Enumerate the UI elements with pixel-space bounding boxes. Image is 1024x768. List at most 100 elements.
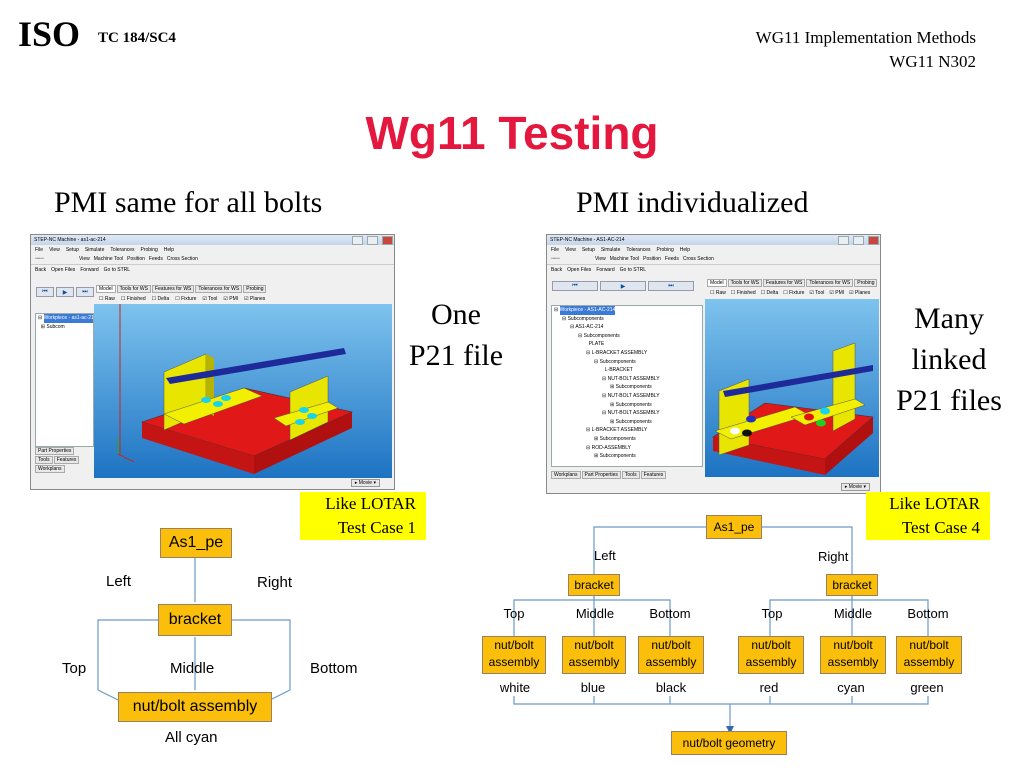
nav-back[interactable]: Back	[551, 266, 563, 273]
check-pmi[interactable]: ☑ PMI	[223, 296, 239, 302]
nav-goto-strl[interactable]: Go to STRL	[619, 266, 647, 273]
tool-position[interactable]: Position	[643, 256, 661, 262]
menu-simulate[interactable]: Simulate	[84, 246, 105, 253]
tab-tools[interactable]: Tools	[35, 456, 53, 464]
check-delta[interactable]: ☐ Delta	[760, 290, 779, 296]
tree-item[interactable]: ⊟ ROD-ASSEMBLY	[586, 444, 631, 451]
rewind-icon[interactable]: ⏮	[552, 281, 598, 291]
step-forward-icon[interactable]: ⏭	[76, 287, 94, 297]
menu-file[interactable]: File	[35, 246, 44, 253]
rewind-icon[interactable]: ⏮	[36, 287, 54, 297]
tree-item[interactable]: ⊞ Subcomponents	[594, 435, 636, 442]
minimize-icon[interactable]	[352, 235, 363, 245]
movie-dropdown[interactable]: ▸ Movie ▾	[350, 479, 380, 487]
toolbar-icons[interactable]: ▫▫▫▫▫	[551, 256, 560, 262]
check-pmi[interactable]: ☑ PMI	[829, 290, 845, 296]
tree-item[interactable]: ⊟ L-BRACKET ASSEMBLY	[586, 427, 648, 434]
menu-tolerances[interactable]: Tolerances	[110, 246, 135, 253]
tab-tools-for-ws[interactable]: Tools for WS	[116, 285, 151, 293]
check-tool[interactable]: ☑ Tool	[202, 296, 218, 302]
tool-machine-tool[interactable]: Machine Tool	[609, 256, 640, 262]
nav-forward[interactable]: Forward	[80, 266, 99, 273]
check-planes[interactable]: ☑ Planes	[849, 290, 871, 296]
minimize-icon[interactable]	[838, 235, 849, 245]
tool-feeds[interactable]: Feeds	[664, 256, 679, 262]
close-icon[interactable]	[868, 235, 879, 245]
tool-position[interactable]: Position	[127, 256, 145, 262]
tab-tools-for-ws[interactable]: Tools for WS	[727, 279, 762, 287]
tree-item[interactable]: ⊞ Subcomponents	[610, 401, 652, 408]
tree-item[interactable]: ⊟ NUT-BOLT ASSEMBLY	[602, 410, 660, 417]
tool-cross-section[interactable]: Cross Section	[166, 256, 198, 262]
tree-item[interactable]: ⊞ Subcom	[38, 323, 65, 330]
tool-view[interactable]: View	[79, 256, 90, 262]
play-icon[interactable]: ▶	[600, 281, 646, 291]
nav-back[interactable]: Back	[35, 266, 47, 273]
tool-feeds[interactable]: Feeds	[148, 256, 163, 262]
tree-item[interactable]: ⊟ Workpiece - AS1-AC-214	[554, 306, 616, 315]
menu-setup[interactable]: Setup	[581, 246, 595, 253]
tab-probing[interactable]: Probing	[854, 279, 878, 287]
tab-workplans[interactable]: Workplans	[35, 465, 65, 473]
tree-item[interactable]: L-BRACKET	[604, 367, 633, 374]
nav-open-files[interactable]: Open Files	[567, 266, 592, 273]
menu-help[interactable]: Help	[679, 246, 691, 253]
menu-simulate[interactable]: Simulate	[600, 246, 621, 253]
menu-setup[interactable]: Setup	[65, 246, 79, 253]
tree-item[interactable]: ⊟ Subcomponents	[594, 358, 636, 365]
nav-open-files[interactable]: Open Files	[51, 266, 76, 273]
tab-features[interactable]: Features	[53, 456, 80, 464]
menu-probing[interactable]: Probing	[656, 246, 674, 253]
tree-item[interactable]: ⊟ NUT-BOLT ASSEMBLY	[602, 392, 660, 399]
tab-features-for-ws[interactable]: Features for WS	[151, 285, 195, 293]
tool-cross-section[interactable]: Cross Section	[682, 256, 714, 262]
menu-help[interactable]: Help	[163, 246, 175, 253]
tab-probing[interactable]: Probing	[243, 285, 267, 293]
tab-tools[interactable]: Tools	[621, 471, 640, 479]
tab-features[interactable]: Features	[640, 471, 667, 479]
tab-tolerances-for-ws[interactable]: Tolerances for WS	[195, 285, 243, 293]
maximize-icon[interactable]	[367, 235, 378, 245]
menu-file[interactable]: File	[551, 246, 560, 253]
tree-item[interactable]: ⊟ L-BRACKET ASSEMBLY	[586, 349, 648, 356]
menu-probing[interactable]: Probing	[140, 246, 158, 253]
tab-model[interactable]: Model	[707, 279, 727, 287]
check-planes[interactable]: ☑ Planes	[244, 296, 266, 302]
tree-item[interactable]: ⊞ Subcomponents	[594, 453, 636, 460]
tab-part-properties[interactable]: Part Properties	[581, 471, 621, 479]
tab-model[interactable]: Model	[96, 285, 116, 293]
play-icon[interactable]: ▶	[56, 287, 74, 297]
tree-item[interactable]: PLATE	[588, 341, 605, 348]
check-delta[interactable]: ☐ Delta	[151, 296, 170, 302]
3d-viewport[interactable]	[94, 304, 392, 478]
tree-item[interactable]: ⊞ Subcomponents	[610, 418, 652, 425]
menu-tolerances[interactable]: Tolerances	[626, 246, 651, 253]
menu-view[interactable]: View	[565, 246, 576, 253]
tab-features-for-ws[interactable]: Features for WS	[762, 279, 806, 287]
tool-machine-tool[interactable]: Machine Tool	[93, 256, 124, 262]
nav-forward[interactable]: Forward	[596, 266, 615, 273]
check-raw[interactable]: ☐ Raw	[99, 296, 115, 302]
toolbar-icons[interactable]: ▫▫▫▫▫	[35, 256, 44, 262]
tree-item[interactable]: ⊟ NUT-BOLT ASSEMBLY	[602, 375, 660, 382]
check-tool[interactable]: ☑ Tool	[809, 290, 825, 296]
3d-viewport[interactable]	[705, 299, 879, 477]
tab-workplans[interactable]: Workplans	[551, 471, 581, 479]
menu-view[interactable]: View	[49, 246, 60, 253]
check-fixture[interactable]: ☐ Fixture	[783, 290, 805, 296]
check-fixture[interactable]: ☐ Fixture	[175, 296, 197, 302]
check-raw[interactable]: ☐ Raw	[710, 290, 726, 296]
tree-item[interactable]: ⊟ Subcomponents	[578, 332, 620, 339]
tree-item[interactable]: ⊟ AS1-AC-214	[570, 324, 604, 331]
tree-item[interactable]: ⊟ Workpiece - as1-ac-214	[38, 314, 93, 323]
movie-dropdown[interactable]: ▸ Movie ▾	[840, 483, 870, 491]
check-finished[interactable]: ☐ Finished	[120, 296, 146, 302]
tab-part-properties[interactable]: Part Properties	[35, 447, 75, 455]
tree-item[interactable]: ⊟ Subcomponents	[562, 315, 604, 322]
step-forward-icon[interactable]: ⏭	[648, 281, 694, 291]
tab-tolerances-for-ws[interactable]: Tolerances for WS	[806, 279, 854, 287]
maximize-icon[interactable]	[853, 235, 864, 245]
tool-view[interactable]: View	[595, 256, 606, 262]
tree-item[interactable]: ⊞ Subcomponents	[610, 384, 652, 391]
close-icon[interactable]	[382, 235, 393, 245]
